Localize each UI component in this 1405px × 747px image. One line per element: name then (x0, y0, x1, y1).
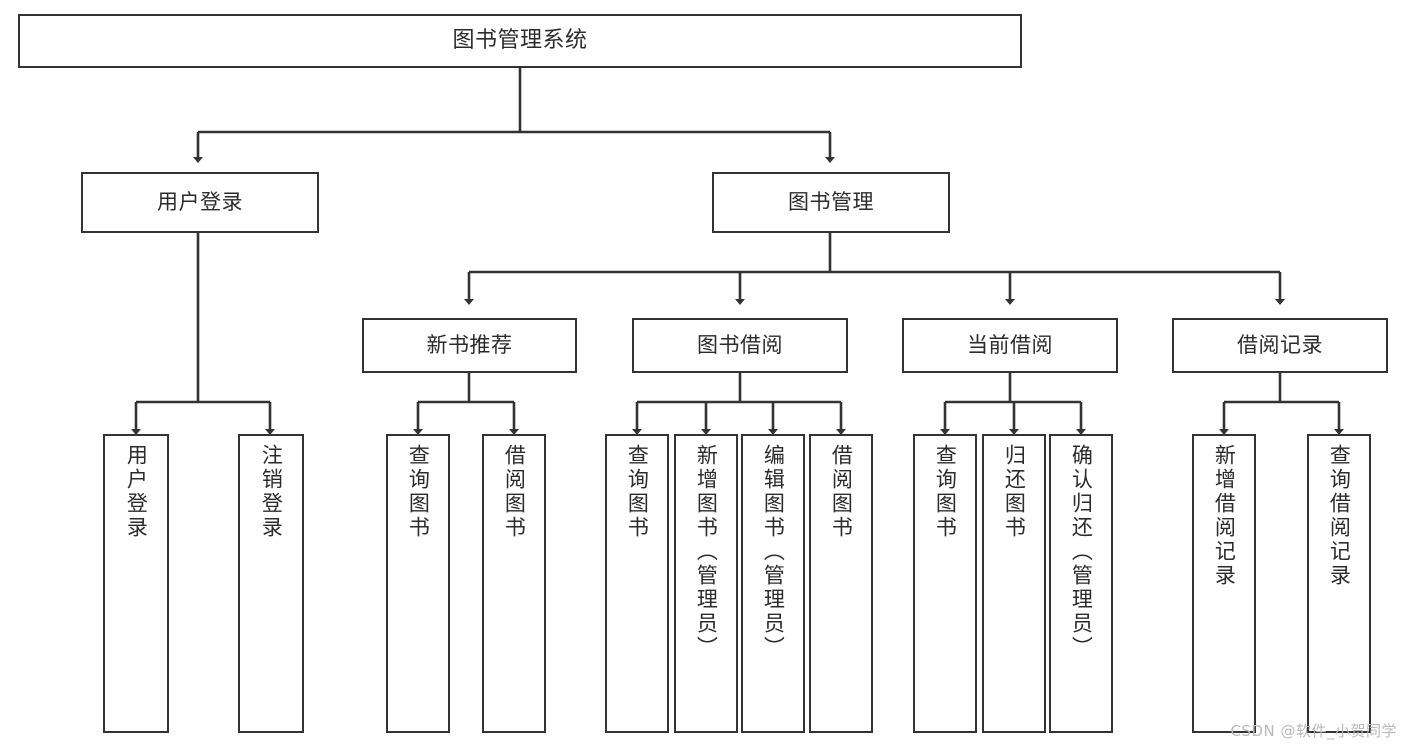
node-leaf-return-book[interactable]: 归还图书 (982, 434, 1046, 733)
node-current-borrow[interactable]: 当前借阅 (902, 318, 1118, 373)
node-leaf-add-record[interactable]: 新增借阅记录 (1192, 434, 1256, 733)
node-leaf-borrow-book-rec[interactable]: 借阅图书 (482, 434, 546, 733)
node-label: 查询图书 (625, 444, 650, 540)
node-label: 用户登录 (124, 444, 149, 540)
node-leaf-logout-login[interactable]: 注销登录 (238, 434, 304, 733)
node-label: 新书推荐 (426, 333, 513, 358)
node-label: 借阅图书 (502, 444, 527, 540)
node-label: 编辑图书（管理员） (761, 444, 786, 660)
node-label: 查询图书 (406, 444, 431, 540)
node-user-login[interactable]: 用户登录 (81, 172, 319, 233)
node-label: 用户登录 (157, 190, 243, 215)
node-root-system[interactable]: 图书管理系统 (18, 14, 1022, 68)
node-label: 归还图书 (1002, 444, 1027, 540)
node-book-borrow[interactable]: 图书借阅 (632, 318, 848, 373)
node-label: 注销登录 (259, 444, 284, 540)
node-label: 图书管理系统 (452, 28, 588, 54)
node-label: 图书管理 (788, 190, 874, 215)
node-label: 查询图书 (933, 444, 958, 540)
node-label: 当前借阅 (967, 333, 1053, 358)
node-leaf-edit-book[interactable]: 编辑图书（管理员） (741, 434, 805, 733)
node-book-manage[interactable]: 图书管理 (712, 172, 950, 233)
node-leaf-query-record[interactable]: 查询借阅记录 (1307, 434, 1371, 733)
node-leaf-query-book-current[interactable]: 查询图书 (913, 434, 977, 733)
node-leaf-borrow-book[interactable]: 借阅图书 (809, 434, 873, 733)
node-leaf-add-book[interactable]: 新增图书（管理员） (674, 434, 738, 733)
watermark-text: CSDN @软件_小贺同学 (1230, 722, 1397, 740)
node-label: 借阅图书 (829, 444, 854, 540)
node-label: 图书借阅 (697, 333, 783, 358)
node-leaf-query-book-rec[interactable]: 查询图书 (386, 434, 450, 733)
node-leaf-user-login[interactable]: 用户登录 (103, 434, 169, 733)
node-label: 查询借阅记录 (1327, 444, 1352, 588)
node-label: 新增图书（管理员） (694, 444, 719, 660)
node-leaf-query-book-borrow[interactable]: 查询图书 (605, 434, 669, 733)
node-borrow-record[interactable]: 借阅记录 (1172, 318, 1388, 373)
node-label: 借阅记录 (1237, 333, 1323, 358)
node-label: 确认归还（管理员） (1069, 444, 1094, 660)
node-label: 新增借阅记录 (1212, 444, 1237, 588)
node-leaf-confirm-return[interactable]: 确认归还（管理员） (1049, 434, 1113, 733)
node-new-book-rec[interactable]: 新书推荐 (362, 318, 577, 373)
